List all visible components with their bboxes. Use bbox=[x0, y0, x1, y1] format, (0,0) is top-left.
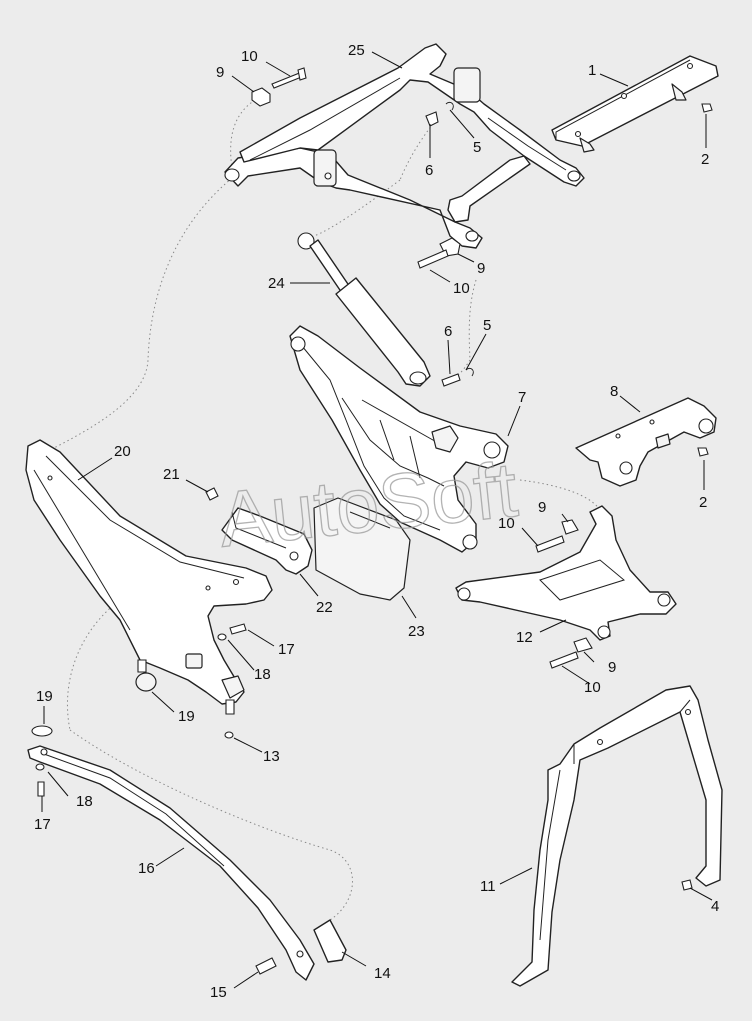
nut-icon bbox=[701, 103, 713, 113]
part-21-22 bbox=[205, 487, 313, 575]
part-1-plate bbox=[551, 55, 719, 153]
screw-icon bbox=[255, 957, 277, 975]
callout-7: 7 bbox=[518, 389, 526, 406]
part-20-left-frame bbox=[25, 439, 273, 715]
bushing-icon bbox=[251, 87, 271, 107]
callout-12: 12 bbox=[516, 629, 533, 646]
part-7-main-bracket bbox=[289, 325, 509, 553]
callout-10: 10 bbox=[453, 280, 470, 297]
callout-15: 15 bbox=[210, 984, 227, 1001]
callout-9: 9 bbox=[477, 260, 485, 277]
callout-10: 10 bbox=[241, 48, 258, 65]
callout-19: 19 bbox=[36, 688, 53, 705]
callout-17: 17 bbox=[278, 641, 295, 658]
bolt-icon bbox=[417, 249, 449, 269]
callout-8: 8 bbox=[610, 383, 618, 400]
part-12-lower-link bbox=[455, 505, 677, 669]
callout-21: 21 bbox=[163, 466, 180, 483]
callout-6: 6 bbox=[444, 323, 452, 340]
callout-16: 16 bbox=[138, 860, 155, 877]
part-25-upper-frame bbox=[224, 43, 585, 249]
callout-11: 11 bbox=[480, 878, 496, 895]
callout-4: 4 bbox=[711, 898, 719, 915]
callout-22: 22 bbox=[316, 599, 333, 616]
callout-2: 2 bbox=[699, 494, 707, 511]
callout-5: 5 bbox=[483, 317, 491, 334]
callout-13: 13 bbox=[263, 748, 280, 765]
washer-icon bbox=[35, 763, 45, 771]
callout-17: 17 bbox=[34, 816, 51, 833]
nut-icon bbox=[224, 731, 234, 739]
callout-24: 24 bbox=[268, 275, 285, 292]
part-11-lower-bracket bbox=[511, 685, 723, 987]
screw-icon bbox=[205, 487, 219, 501]
assembly-guide-lines bbox=[39, 99, 601, 921]
callout-9: 9 bbox=[216, 64, 224, 81]
callouts: 1 2 25 10 9 6 5 9 10 24 6 5 8 7 2 20 21 … bbox=[34, 42, 719, 1001]
part-8-plate bbox=[575, 397, 717, 487]
callout-23: 23 bbox=[408, 623, 425, 640]
callout-1: 1 bbox=[588, 62, 596, 79]
part-24-gas-strut bbox=[297, 232, 474, 387]
callout-20: 20 bbox=[114, 443, 131, 460]
callout-19: 19 bbox=[178, 708, 195, 725]
callout-6: 6 bbox=[425, 162, 433, 179]
callout-25: 25 bbox=[348, 42, 365, 59]
leader-lines bbox=[41, 51, 713, 989]
callout-2: 2 bbox=[701, 151, 709, 168]
hardware-top bbox=[251, 67, 713, 269]
callout-10: 10 bbox=[498, 515, 515, 532]
lower-left-parts bbox=[27, 623, 347, 981]
clip-icon bbox=[313, 919, 347, 963]
callout-5: 5 bbox=[473, 139, 481, 156]
callout-14: 14 bbox=[374, 965, 391, 982]
cap-icon bbox=[31, 725, 53, 737]
callout-9: 9 bbox=[608, 659, 616, 676]
part-23-shield bbox=[313, 497, 411, 601]
callout-18: 18 bbox=[76, 793, 93, 810]
callout-9: 9 bbox=[538, 499, 546, 516]
callout-10: 10 bbox=[584, 679, 601, 696]
callout-18: 18 bbox=[254, 666, 271, 683]
bolt-icon bbox=[37, 781, 45, 797]
pin-icon bbox=[425, 111, 439, 127]
